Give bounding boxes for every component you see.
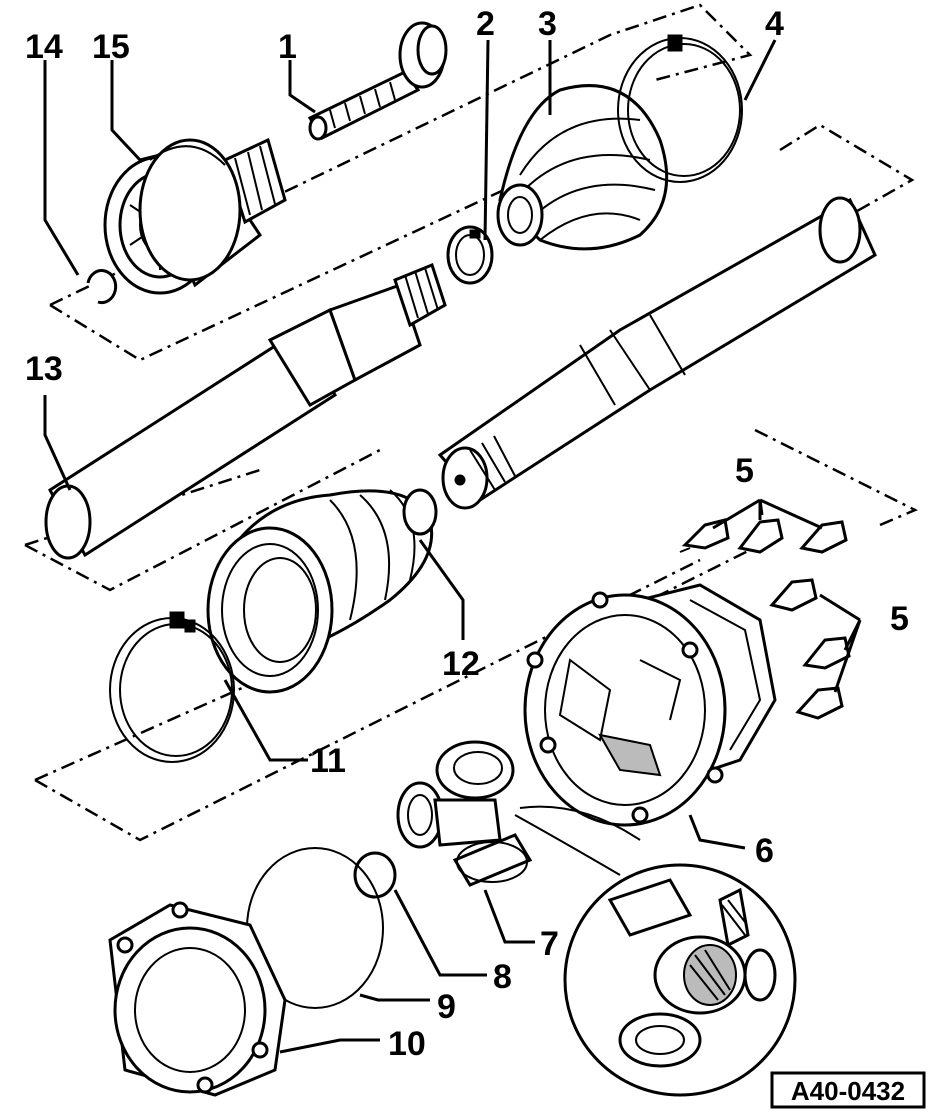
circlip-part-14: [86, 269, 118, 305]
callout-12: 12: [442, 645, 480, 683]
reference-code-box: A40-0432: [770, 1071, 926, 1109]
callout-labels: 1 2 3 4 5 5 6 7 8 9 10 11 12 13 14 15: [25, 5, 909, 1063]
drive-shaft-part-13: [44, 196, 877, 560]
callout-3: 3: [538, 5, 557, 43]
detail-view-circle: [514, 805, 797, 1097]
callout-6: 6: [755, 832, 774, 870]
callout-9: 9: [437, 988, 456, 1026]
large-clamp-part-4: [617, 34, 743, 183]
bolt-5-6: [795, 686, 844, 720]
seal-part-8: [353, 851, 397, 899]
callout-7: 7: [540, 925, 559, 963]
bolt-5-2: [737, 518, 784, 554]
outer-boot-part-3: [496, 84, 669, 251]
small-clamp-part-2: [446, 225, 494, 285]
callout-15: 15: [92, 28, 130, 66]
callout-5-upper: 5: [735, 452, 754, 490]
bolt-5-3: [799, 520, 848, 554]
callout-5-lower: 5: [890, 600, 909, 638]
callout-14: 14: [25, 28, 63, 66]
callout-13: 13: [25, 350, 63, 388]
callout-1: 1: [278, 28, 297, 66]
cover-part-10: [108, 901, 287, 1097]
inner-boot-part-12: [206, 488, 438, 694]
dashdot-group-outer-joint: [49, 3, 753, 362]
dashdot-group-inner-joint: [34, 428, 918, 842]
callout-8: 8: [493, 958, 512, 996]
reference-code: A40-0432: [791, 1076, 905, 1106]
tripod-spider-part-7: [396, 740, 533, 887]
callout-11: 11: [310, 742, 346, 780]
bolt-5-4: [769, 578, 818, 612]
callout-2: 2: [476, 5, 495, 43]
bolt-5-5: [802, 636, 851, 670]
callout-4: 4: [765, 5, 784, 43]
outer-cv-joint-part-15: [103, 137, 287, 295]
inner-joint-housing-part-6: [523, 583, 777, 827]
leader-lines: [43, 39, 862, 1054]
bolt-part-1: [307, 21, 448, 141]
callout-10: 10: [388, 1025, 426, 1063]
